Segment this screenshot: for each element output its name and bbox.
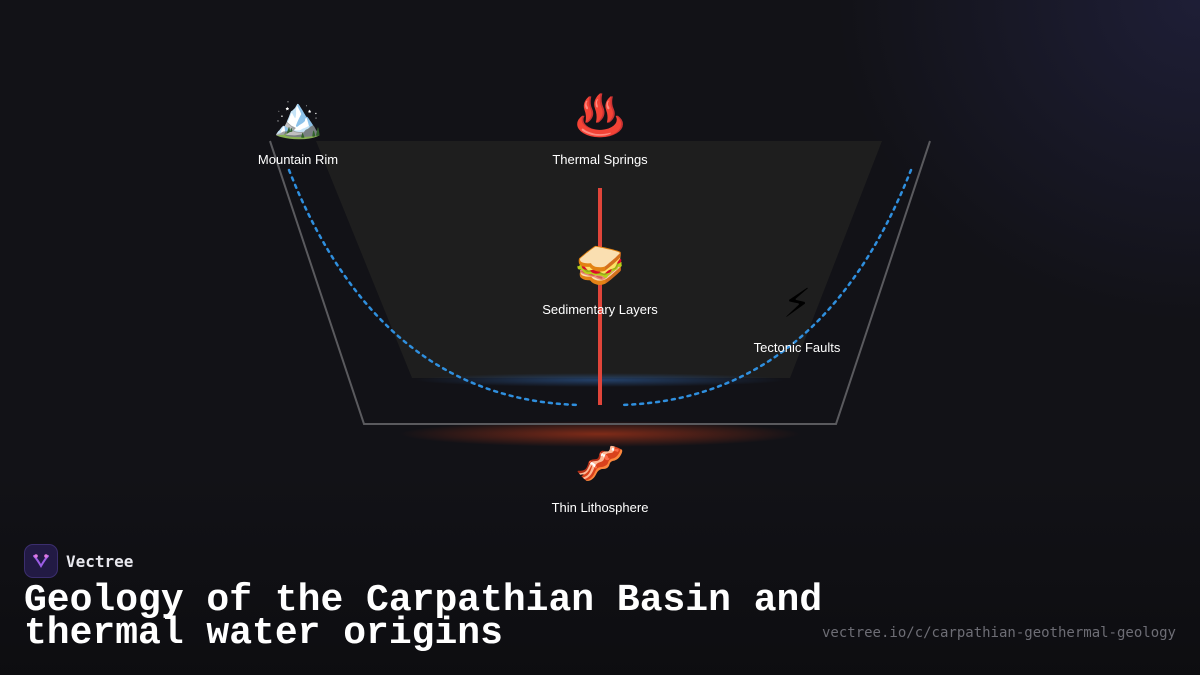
basin-outline <box>269 140 931 425</box>
mountain-icon: 🏔️ <box>273 95 323 141</box>
heat-glow <box>400 421 800 447</box>
thin-lithosphere-label: Thin Lithosphere <box>551 500 649 515</box>
water-flow-right <box>618 168 913 407</box>
mountain-rim-label: Mountain Rim <box>257 152 339 167</box>
water-flow-left <box>287 168 582 407</box>
vectree-logo-icon <box>24 544 58 578</box>
lightning-icon: ⚡ <box>782 281 812 327</box>
basin-diagram <box>269 140 931 447</box>
sedimentary-layers-label: Sedimentary Layers <box>542 302 658 317</box>
tectonic-faults-label: Tectonic Faults <box>753 340 841 355</box>
thermal-springs-label: Thermal Springs <box>552 152 648 167</box>
sandwich-icon: 🥪 <box>575 243 625 289</box>
page-title: Geology of the Carpathian Basin and ther… <box>24 579 823 655</box>
hot-springs-icon: ♨️ <box>575 93 625 139</box>
page-url[interactable]: vectree.io/c/carpathian-geothermal-geolo… <box>821 625 1176 641</box>
brand[interactable]: Vectree <box>24 544 133 578</box>
brand-name: Vectree <box>66 551 134 571</box>
bacon-icon: 🥓 <box>575 441 625 487</box>
